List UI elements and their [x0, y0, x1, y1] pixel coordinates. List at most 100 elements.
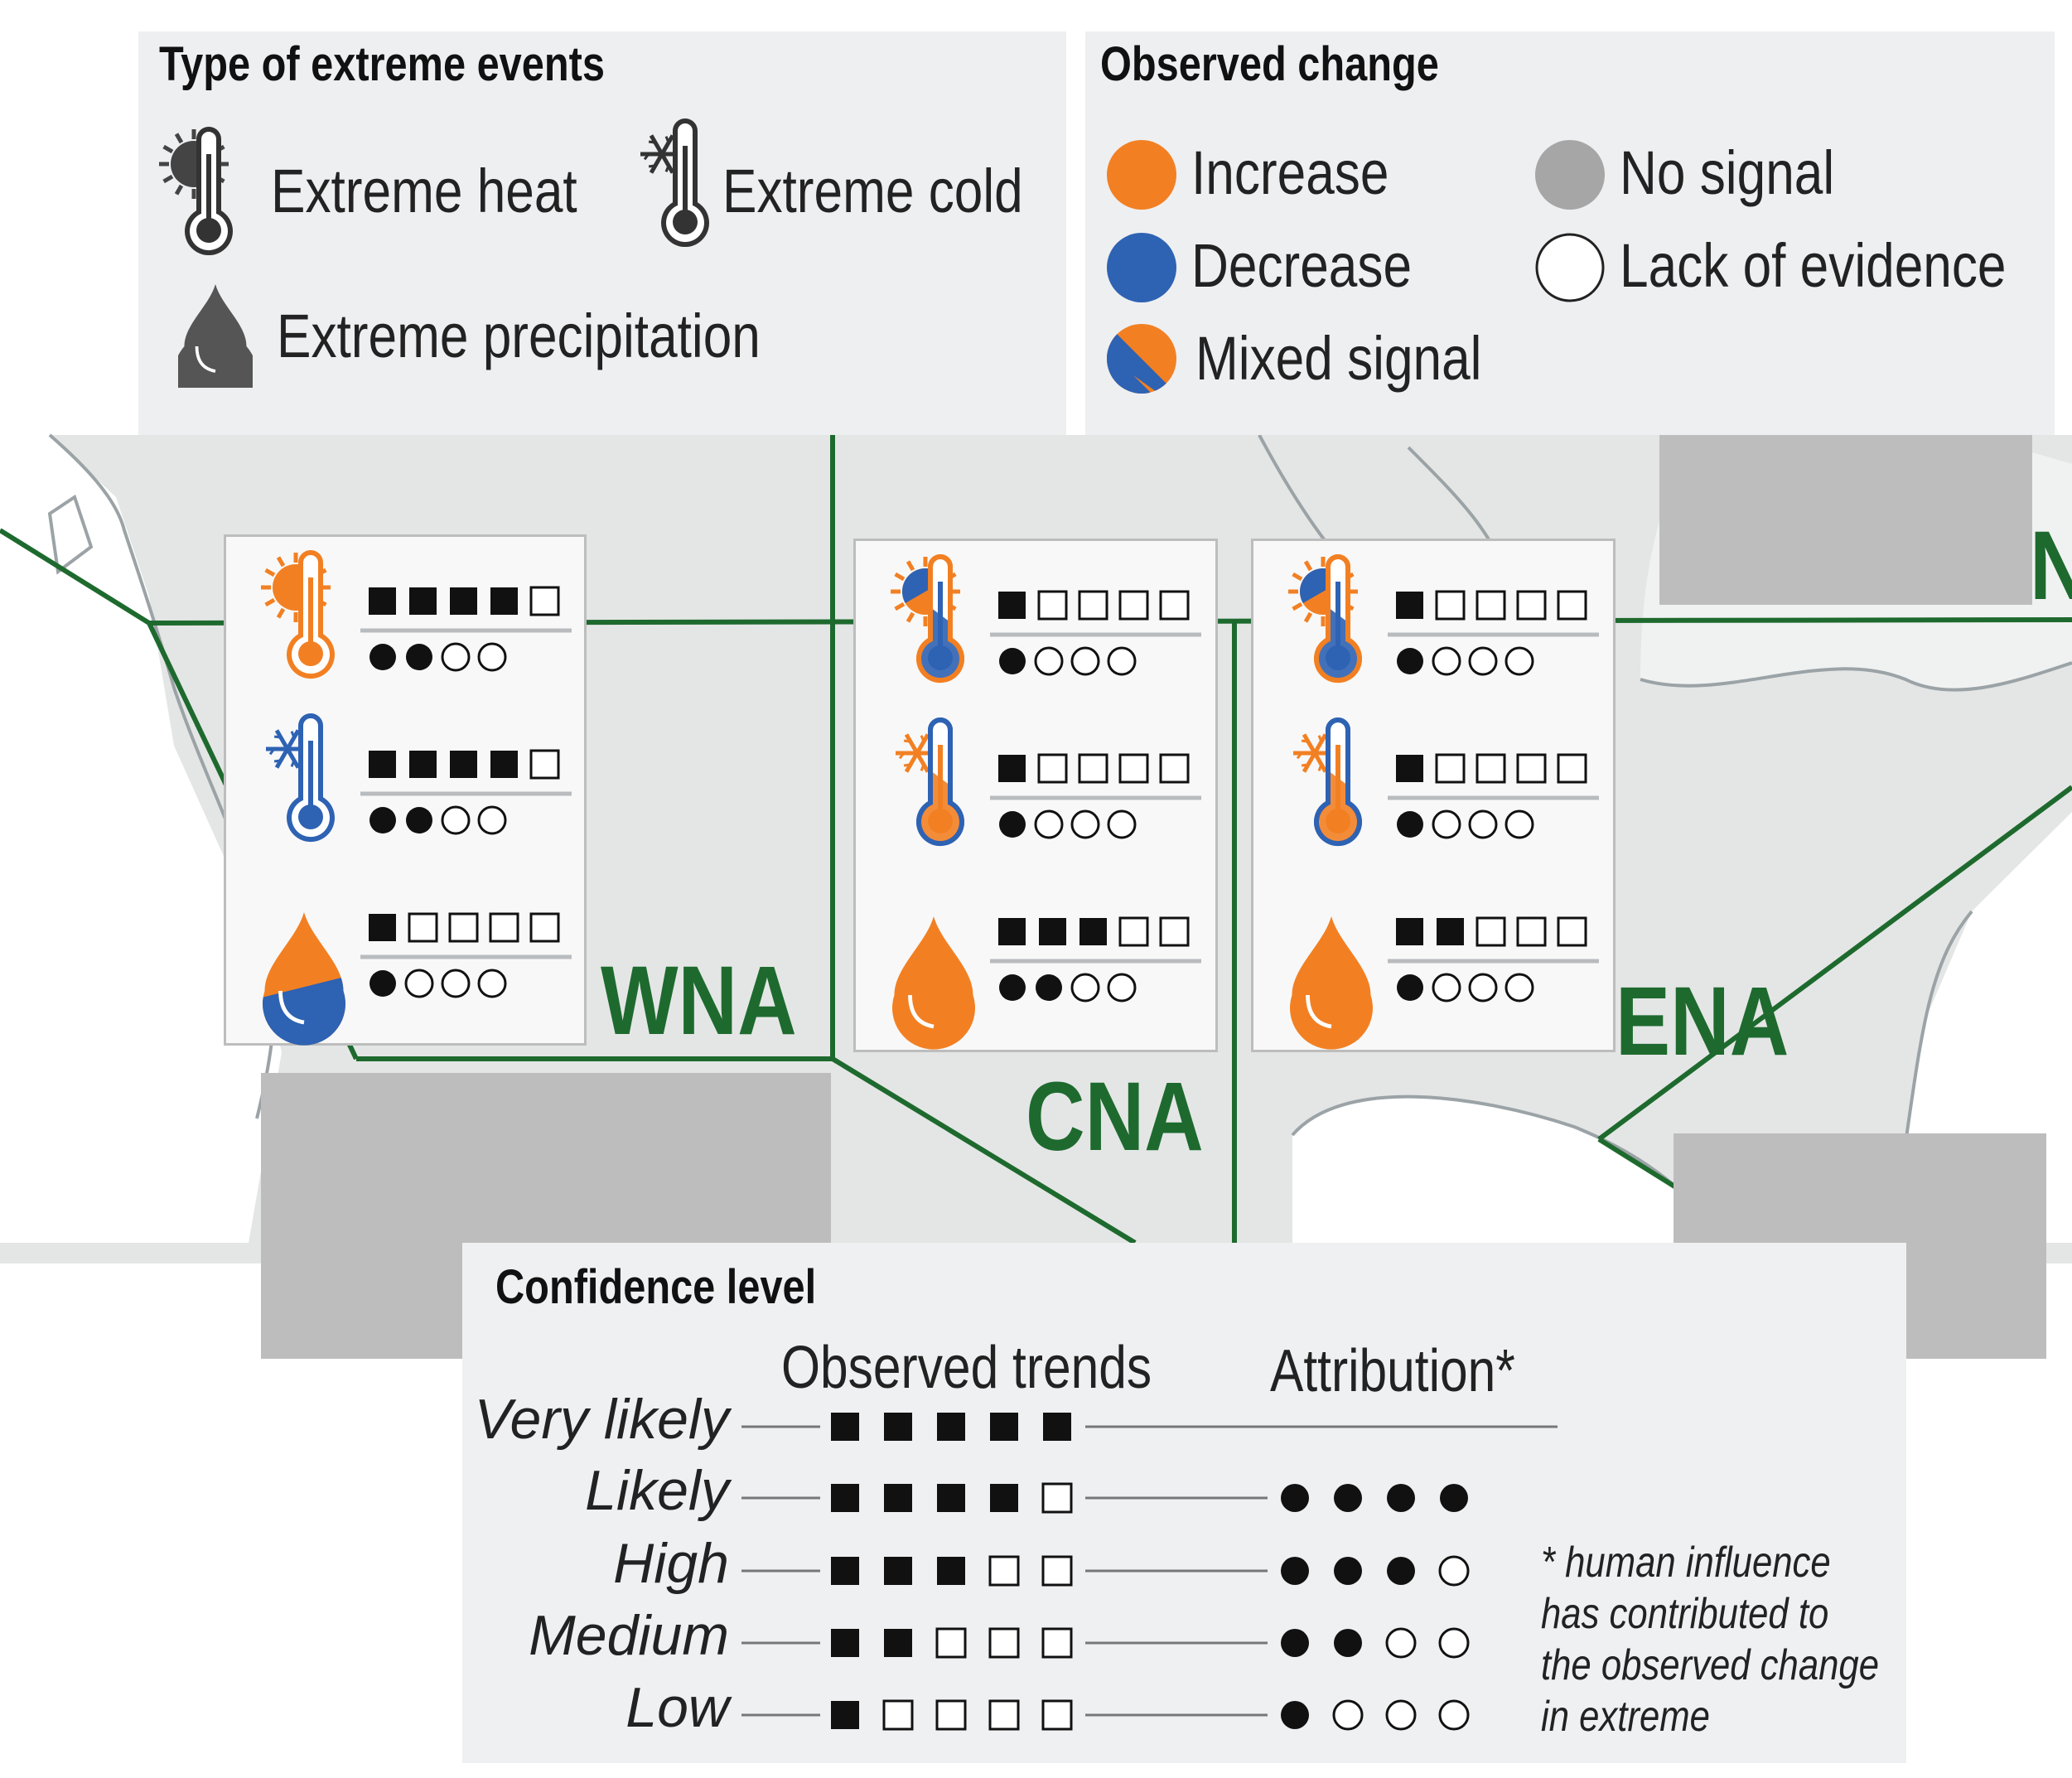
confidence-trend-square — [988, 1699, 1020, 1731]
cna-attribution-circle — [1070, 973, 1100, 1003]
wna-trend-square — [409, 751, 437, 778]
confidence-row — [741, 1413, 1558, 1441]
cna-trend-square — [998, 918, 1026, 945]
cna-attribution-circle — [1107, 973, 1137, 1003]
mixed-signal-swatch — [1107, 324, 1176, 394]
col-observed-trends: Observed trends — [781, 1335, 1152, 1401]
wna-attribution-circle — [477, 969, 507, 998]
wna-trend-square — [529, 749, 560, 780]
wna-attribution-circle — [369, 644, 396, 670]
legend-no-signal-label: No signal — [1620, 138, 1835, 207]
ena-trend-square — [1516, 590, 1547, 621]
ena-attribution-circle — [1432, 809, 1461, 839]
wna-attribution-circle — [369, 970, 396, 997]
confidence-trend-square — [831, 1413, 859, 1441]
confidence-trend-square — [831, 1557, 859, 1585]
cna-attribution-circle — [1036, 974, 1062, 1001]
legend-increase-label: Increase — [1191, 138, 1389, 207]
cna-trend-square — [1159, 753, 1190, 784]
wna-trend-square — [450, 751, 477, 778]
confidence-trend-square — [882, 1699, 914, 1731]
confidence-trend-square — [1041, 1699, 1073, 1731]
confidence-trend-square — [831, 1484, 859, 1512]
confidence-trend-square — [937, 1413, 965, 1441]
wna-precip-symbol — [262, 912, 572, 1046]
wna-attribution-circle — [406, 807, 432, 833]
extreme-precipitation-icon — [178, 284, 253, 388]
wna-attribution-circle — [477, 805, 507, 835]
confidence-trend-square — [831, 1701, 859, 1729]
confidence-trend-square — [935, 1627, 967, 1659]
cna-trend-square — [1118, 753, 1149, 784]
wna-trend-square — [490, 751, 518, 778]
cna-trend-square — [998, 592, 1026, 619]
cna-attribution-circle — [1034, 809, 1064, 839]
confidence-level-label: Low — [625, 1676, 729, 1739]
confidence-trend-square — [990, 1484, 1018, 1512]
confidence-title: Confidence level — [495, 1260, 817, 1314]
confidence-attribution-circle — [1332, 1699, 1364, 1731]
cna-trend-square — [1159, 590, 1190, 621]
confidence-trend-square — [884, 1629, 912, 1657]
wna-attribution-circle — [404, 969, 434, 998]
ena-trend-square — [1435, 590, 1466, 621]
ena-trend-square — [1396, 755, 1423, 782]
confidence-attribution-circle — [1438, 1699, 1470, 1731]
region-label-cna: CNA — [1026, 1062, 1204, 1172]
ena-trend-square — [1476, 590, 1506, 621]
confidence-attribution-circle — [1387, 1484, 1415, 1512]
cna-attribution-circle — [1107, 646, 1137, 676]
wna-trend-square — [448, 912, 479, 943]
cna-heat-symbol — [891, 554, 1201, 683]
legend-event-types: Type of extreme events Extreme heat Extr… — [138, 31, 1066, 435]
ena-trend-square — [1396, 592, 1423, 619]
wna-trend-square — [529, 912, 560, 943]
confidence-trend-square — [937, 1484, 965, 1512]
confidence-trend-square — [1041, 1627, 1073, 1659]
wna-heat-symbol — [261, 550, 572, 679]
cna-trend-square — [1078, 753, 1108, 784]
confidence-attribution-circle — [1281, 1484, 1309, 1512]
confidence-level-label: High — [613, 1532, 729, 1595]
confidence-attribution-circle — [1334, 1484, 1362, 1512]
wna-attribution-circle — [441, 642, 471, 672]
region-label-ena: ENA — [1616, 967, 1789, 1076]
confidence-attribution-circle — [1334, 1557, 1362, 1585]
legend-decrease-label: Decrease — [1191, 231, 1413, 300]
cna-attribution-circle — [1107, 809, 1137, 839]
confidence-row — [741, 1555, 1470, 1587]
ena-attribution-circle — [1397, 648, 1423, 674]
no-signal-swatch — [1535, 140, 1605, 210]
ena-trend-square — [1557, 916, 1587, 947]
confidence-attribution-circle — [1440, 1484, 1468, 1512]
lack-of-evidence-swatch — [1535, 233, 1605, 302]
wna-cold-symbol — [266, 713, 572, 842]
ena-precip-symbol — [1290, 916, 1599, 1050]
confidence-attribution-circle — [1334, 1629, 1362, 1657]
cna-precip-symbol — [892, 916, 1201, 1050]
ena-trend-square — [1476, 753, 1506, 784]
cna-trend-square — [1037, 590, 1068, 621]
confidence-trend-square — [1043, 1413, 1071, 1441]
legend-mixed-label: Mixed signal — [1195, 324, 1482, 393]
redacted-block-top-right — [1659, 435, 2032, 605]
ena-attribution-circle — [1468, 646, 1498, 676]
confidence-trend-square — [1041, 1555, 1073, 1587]
confidence-row — [741, 1482, 1468, 1514]
legend-cold-label: Extreme cold — [722, 157, 1023, 225]
wna-trend-square — [409, 587, 437, 615]
ena-attribution-circle — [1432, 646, 1461, 676]
region-box-wna — [224, 534, 587, 1046]
ena-attribution-circle — [1504, 973, 1534, 1003]
cna-trend-square — [1118, 590, 1149, 621]
cna-attribution-circle — [999, 974, 1026, 1001]
confidence-row — [741, 1627, 1470, 1659]
edge-region-label: N — [2030, 510, 2072, 622]
wna-trend-square — [450, 587, 477, 615]
confidence-attribution-circle — [1385, 1699, 1417, 1731]
wna-attribution-circle — [441, 969, 471, 998]
ena-attribution-circle — [1468, 809, 1498, 839]
attribution-footnote: * human influence has contributed to the… — [1541, 1539, 1879, 1741]
